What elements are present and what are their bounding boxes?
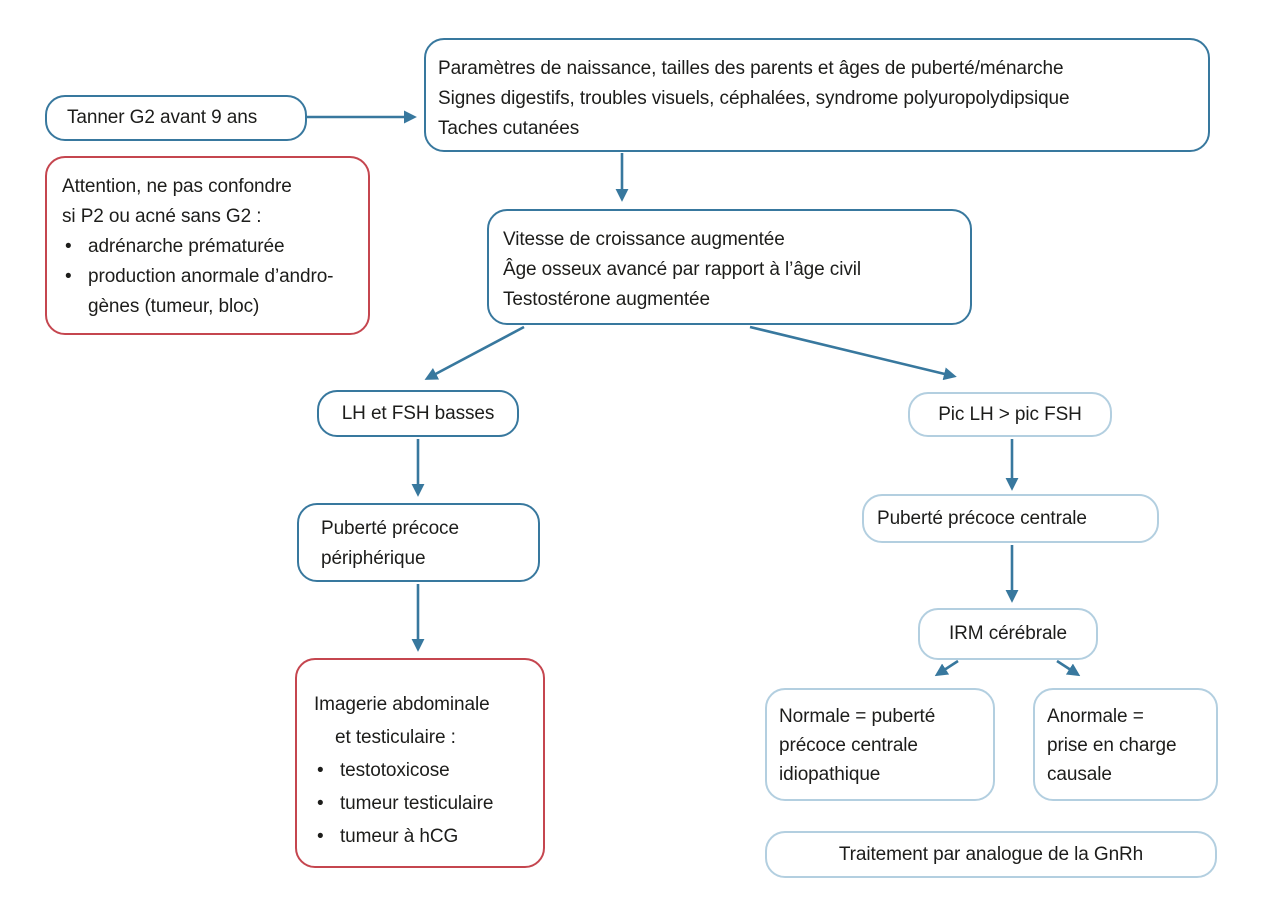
irm-normale-line-3: idiopathique [779, 764, 881, 785]
anamnese-line-1: Paramètres de naissance, tailles des par… [438, 58, 1064, 79]
irm-normale-line-1: Normale = puberté [779, 706, 936, 727]
node-anamnese: Paramètres de naissance, tailles des par… [424, 38, 1210, 152]
node-lh-fsh-basses: LH et FSH basses [317, 390, 519, 437]
irm-normale-line-2: précoce centrale [779, 735, 918, 756]
node-pic-lh-fsh: Pic LH > pic FSH [908, 392, 1112, 437]
irm-anormale-line-3: causale [1047, 764, 1112, 785]
peripherique-line-1: Puberté précoce [321, 518, 459, 539]
pic-lh-fsh-label: Pic LH > pic FSH [938, 403, 1082, 425]
imagerie-bullet-1: testotoxicose [314, 754, 537, 787]
imagerie-bullet-3: tumeur à hCG [314, 820, 537, 853]
irm-cerebrale-label: IRM cérébrale [948, 623, 1068, 644]
irm-anormale-line-2: prise en charge [1047, 735, 1177, 756]
arrow-signes-to-lhfsh [424, 325, 525, 380]
peripherique-line-2: périphérique [321, 548, 426, 569]
signes-line-2: Âge osseux avancé par rapport à l’âge ci… [503, 259, 861, 280]
node-imagerie-abdominale: Imagerie abdominale et testiculaire : te… [295, 658, 545, 868]
attention-line-1: Attention, ne pas confondre [62, 176, 292, 197]
attention-bullet-2: production anormale d’andro- gènes (tume… [62, 262, 360, 322]
node-irm-normale: Normale = puberté précoce centrale idiop… [765, 688, 995, 801]
arrow-signes-to-piclh [749, 325, 957, 381]
imagerie-line-1: Imagerie abdominale [314, 694, 490, 715]
lh-fsh-basses-label: LH et FSH basses [341, 402, 495, 424]
irm-anormale-line-1: Anormale = [1047, 706, 1144, 727]
arrow-irm-to-anormale [1056, 659, 1081, 677]
anamnese-line-3: Taches cutanées [438, 118, 580, 139]
signes-line-1: Vitesse de croissance augmentée [503, 229, 785, 250]
node-puberte-precoce-peripherique: Puberté précoce périphérique [297, 503, 540, 582]
attention-bullet-list: adrénarche prématurée production anormal… [62, 232, 360, 322]
attention-line-2: si P2 ou acné sans G2 : [62, 206, 262, 227]
attention-bullet-1: adrénarche prématurée [62, 232, 360, 262]
imagerie-bullet-list: testotoxicose tumeur testiculaire tumeur… [314, 754, 537, 853]
node-irm-cerebrale: IRM cérébrale [918, 608, 1098, 660]
signes-line-3: Testostérone augmentée [503, 289, 710, 310]
node-irm-anormale: Anormale = prise en charge causale [1033, 688, 1218, 801]
puberte-precoce-centrale-label: Puberté précoce centrale [877, 507, 1087, 529]
traitement-gnrh-label: Traitement par analogue de la GnRh [838, 843, 1144, 865]
node-attention-warning: Attention, ne pas confondre si P2 ou acn… [45, 156, 370, 335]
anamnese-line-2: Signes digestifs, troubles visuels, céph… [438, 88, 1070, 109]
node-tanner-g2-label: Tanner G2 avant 9 ans [67, 107, 258, 128]
node-traitement-gnrh: Traitement par analogue de la GnRh [765, 831, 1217, 878]
imagerie-bullet-2: tumeur testiculaire [314, 787, 537, 820]
node-signes-cliniques: Vitesse de croissance augmentée Âge osse… [487, 209, 972, 325]
arrow-irm-to-normale [934, 659, 959, 677]
node-puberte-precoce-centrale: Puberté précoce centrale [862, 494, 1159, 543]
imagerie-line-2: et testiculaire : [335, 727, 456, 748]
node-tanner-g2: Tanner G2 avant 9 ans [45, 95, 307, 141]
